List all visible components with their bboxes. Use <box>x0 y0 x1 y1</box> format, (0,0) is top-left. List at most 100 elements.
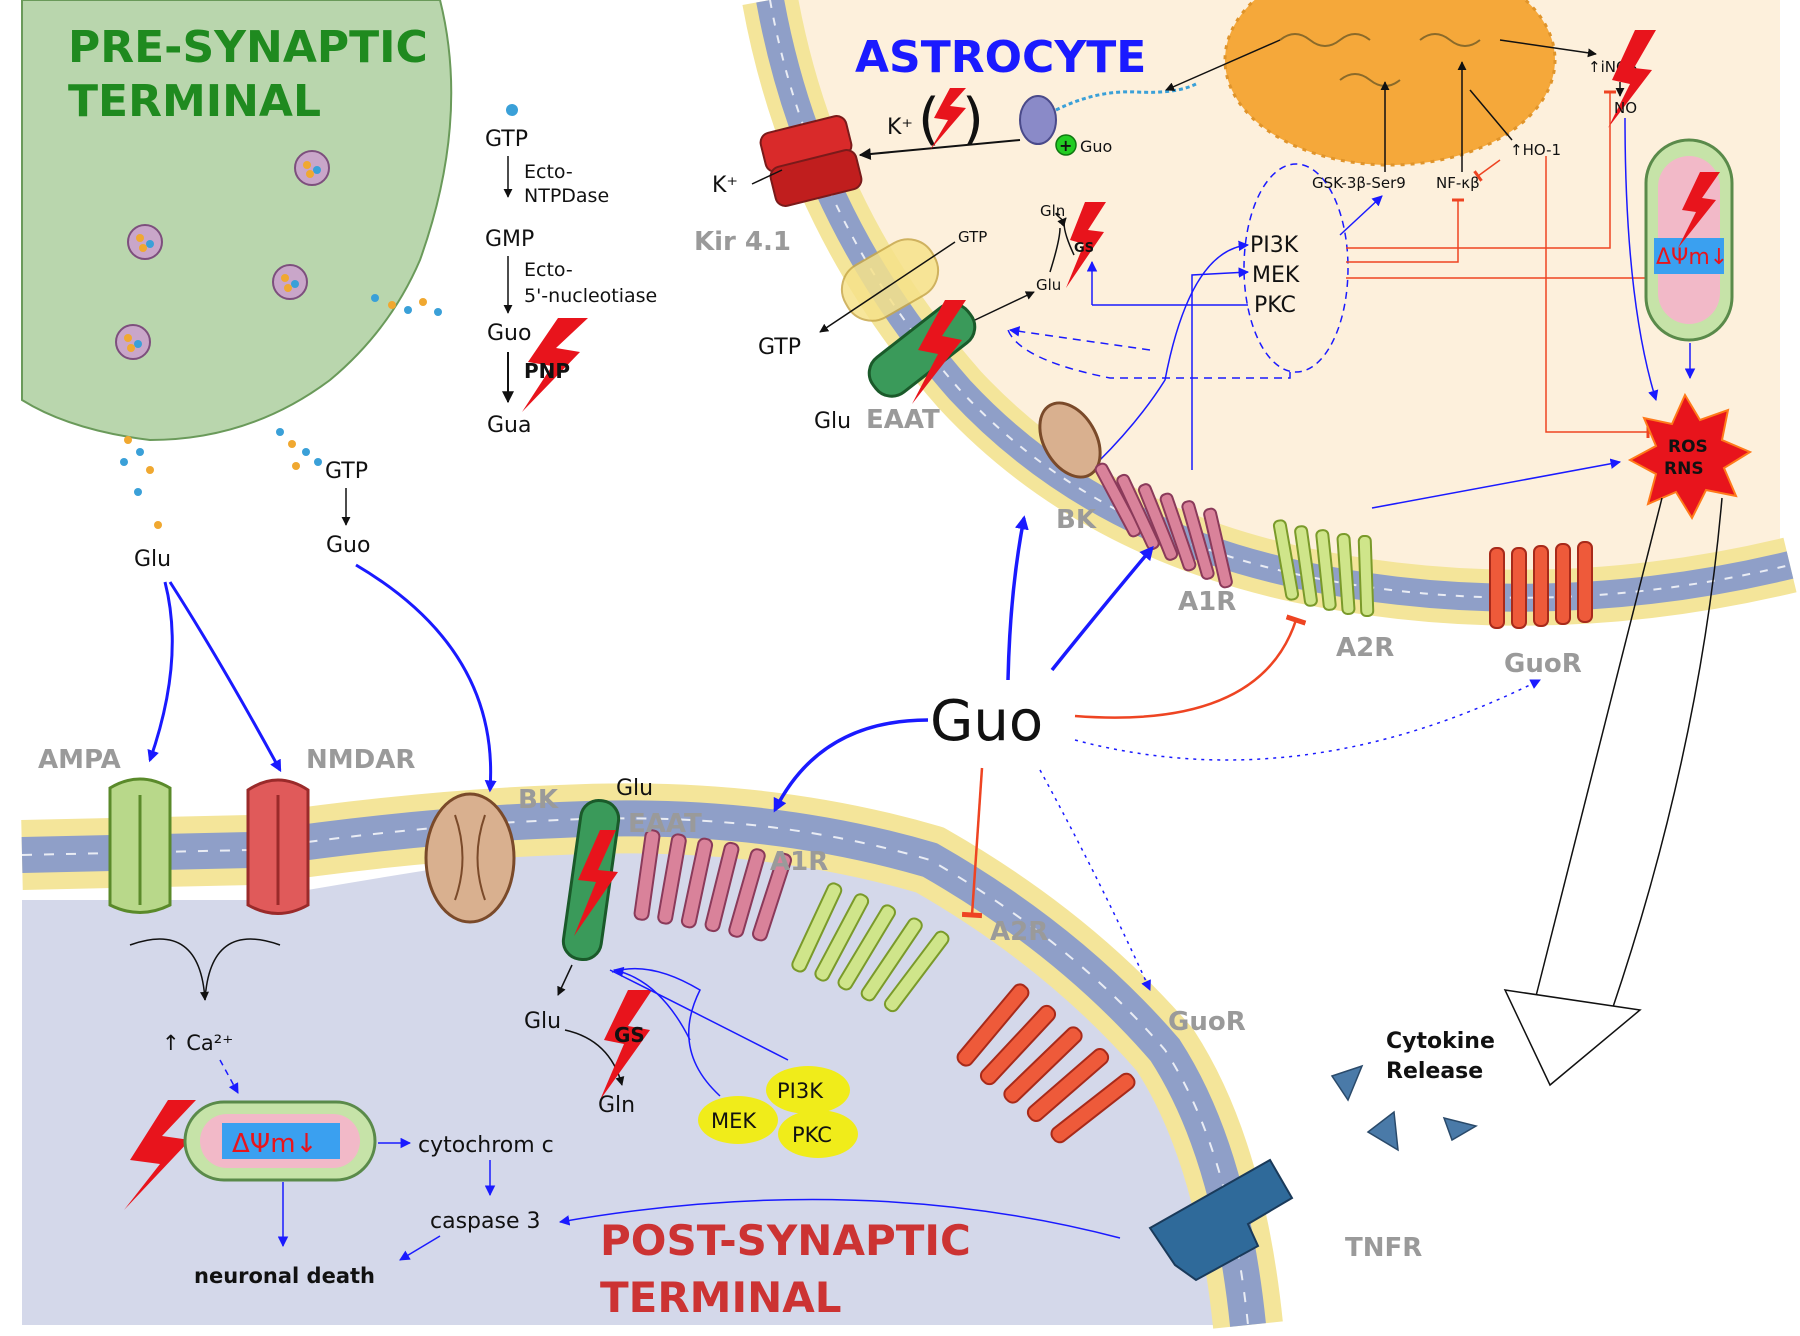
metab-gtp: GTP <box>485 127 528 152</box>
presynaptic-title-2: TERMINAL <box>68 76 321 127</box>
cytokine-particle <box>1442 1116 1478 1142</box>
astro-kplus-in: K⁺ <box>887 115 913 140</box>
guor-receptor-neuron <box>956 983 1136 1144</box>
label-eaat-astro: EAAT <box>866 405 940 435</box>
neuron-mek: MEK <box>711 1109 757 1133</box>
astrocyte-title: ASTROCYTE <box>855 32 1146 83</box>
lightning-gs-neuron <box>600 990 652 1100</box>
label-ampa: AMPA <box>38 745 121 775</box>
cytokine-particle <box>1330 1064 1364 1102</box>
central-guo-effects: Guo <box>773 515 1541 991</box>
metab-gmp: GMP <box>485 227 534 252</box>
nucleus <box>1223 0 1557 167</box>
synaptic-vesicle <box>272 264 308 300</box>
astrocyte: ASTROCYTE <box>742 0 1797 626</box>
a2r-receptor-neuron <box>791 882 950 1013</box>
metabolism-chain: GTP Ecto- NTPDase GMP Ecto- 5'-nucleotia… <box>485 104 657 438</box>
astro-rns: RNS <box>1664 459 1704 479</box>
postsynaptic-neuron: POST-SYNAPTIC TERMINAL <box>21 783 1283 1329</box>
lightning-mito-neuron <box>124 1100 196 1210</box>
cytokine-arrow-head <box>1503 989 1642 1087</box>
astro-glu-in: Glu <box>1036 276 1061 294</box>
label-bk-neuron: BK <box>518 785 559 815</box>
a1r-receptor-astro <box>1094 462 1233 589</box>
nmdar-receptor <box>246 778 310 915</box>
neuron-pi3k: PI3K <box>777 1079 824 1103</box>
astro-paren-right: ) <box>962 87 984 152</box>
astro-gsk: GSK-3β-Ser9 <box>1312 174 1406 192</box>
ecto-ntpdase-2: NTPDase <box>524 185 609 207</box>
mitochondrion-neuron: ΔΨm↓ <box>183 1100 377 1182</box>
astro-gs: GS <box>1074 241 1094 256</box>
label-bk-astro: BK <box>1056 505 1097 535</box>
astro-kplus-out: K⁺ <box>712 173 738 198</box>
mitochondrion-astro: ΔΨm↓ <box>1644 138 1734 342</box>
label-a1r-astro: A1R <box>1178 587 1236 617</box>
ecto-nucleotidase-2: 5'-nucleotiase <box>524 285 657 307</box>
tnfr-receptor <box>1148 1158 1294 1282</box>
bk-channel-neuron <box>424 792 516 924</box>
astro-pkc: PKC <box>1254 293 1296 318</box>
astro-glu-out: Glu <box>814 409 851 434</box>
kinase-pkc-neuron <box>778 1110 858 1158</box>
ecto-ntpdase-1: Ecto- <box>524 161 573 183</box>
neuron-caspase: caspase 3 <box>430 1209 540 1234</box>
presyn-glu: Glu <box>134 547 171 572</box>
a1r-receptor-neuron <box>633 829 793 942</box>
astro-inhibitions <box>1346 90 1650 438</box>
eaat-transporter-astro <box>867 300 977 404</box>
gtp-channel-astro <box>840 238 940 322</box>
astro-ros: ROS <box>1668 437 1708 457</box>
metab-gua: Gua <box>487 413 531 438</box>
dna-strand <box>1279 33 1481 87</box>
presynaptic-outputs: GTP Guo Glu <box>134 459 370 572</box>
neuron-gs: GS <box>614 1023 645 1047</box>
neuron-cytochrom: cytochrom c <box>418 1133 554 1158</box>
cytokine-label-2: Release <box>1386 1059 1483 1084</box>
presyn-guo: Guo <box>326 533 370 558</box>
astro-gtp-in: GTP <box>958 228 987 246</box>
postsynaptic-title-1: POST-SYNAPTIC <box>600 1216 971 1265</box>
astro-nfkb: NF-κβ <box>1436 174 1480 192</box>
postsynaptic-title-2: TERMINAL <box>600 1273 842 1322</box>
neuron-gln: Gln <box>598 1093 635 1118</box>
neuron-cascade: ↑ Ca²⁺ ΔΨm↓ cytochrom c caspase 3 neuron… <box>124 938 1121 1288</box>
lightning-inos <box>1608 30 1656 128</box>
synaptic-vesicle <box>127 224 163 260</box>
kinase-group-astro <box>1243 163 1349 373</box>
astro-no: NO <box>1614 99 1637 117</box>
ampa-receptor <box>108 777 172 914</box>
label-a2r-neuron: A2R <box>990 917 1048 947</box>
metab-pnp: PNP <box>524 359 570 383</box>
cytokine-release: Cytokine Release <box>1330 1029 1495 1152</box>
astro-paren-left: ( <box>918 87 940 152</box>
presyn-arrows <box>147 563 497 793</box>
lightning-kir <box>930 88 966 150</box>
label-nmdar: NMDAR <box>306 745 415 775</box>
kinase-pi3k-neuron <box>766 1066 850 1114</box>
astro-pi3k: PI3K <box>1250 233 1299 258</box>
lightning-pnp <box>522 318 588 412</box>
label-guor-neuron: GuoR <box>1168 1007 1246 1037</box>
neuron-glu-in: Glu <box>524 1009 561 1034</box>
neuron-dpsi: ΔΨm↓ <box>232 1129 317 1159</box>
neuron-death: neuronal death <box>194 1264 375 1288</box>
label-eaat-neuron: EAAT <box>628 809 702 839</box>
kir41-channel <box>759 115 863 207</box>
cytokine-particle <box>1366 1110 1399 1152</box>
guanosine-receptor-complex: + Guo <box>1019 82 1197 156</box>
label-tnfr: TNFR <box>1345 1233 1422 1263</box>
svg-text:+: + <box>1059 136 1072 155</box>
presynaptic-terminal: PRE-SYNAPTIC TERMINAL <box>21 0 453 529</box>
label-a2r-astro: A2R <box>1336 633 1394 663</box>
bk-channel-astro <box>1038 401 1102 479</box>
lightning-mito-astro <box>1678 172 1720 248</box>
cytokine-label-1: Cytokine <box>1386 1029 1495 1054</box>
eaat-transporter-neuron <box>561 798 621 962</box>
label-glu-neuron-top: Glu <box>616 776 653 801</box>
ecto-nucleotidase-1: Ecto- <box>524 259 573 281</box>
label-guor-astro: GuoR <box>1504 649 1582 679</box>
neuron-ca: ↑ Ca²⁺ <box>162 1031 233 1055</box>
synaptic-vesicle <box>115 324 151 360</box>
